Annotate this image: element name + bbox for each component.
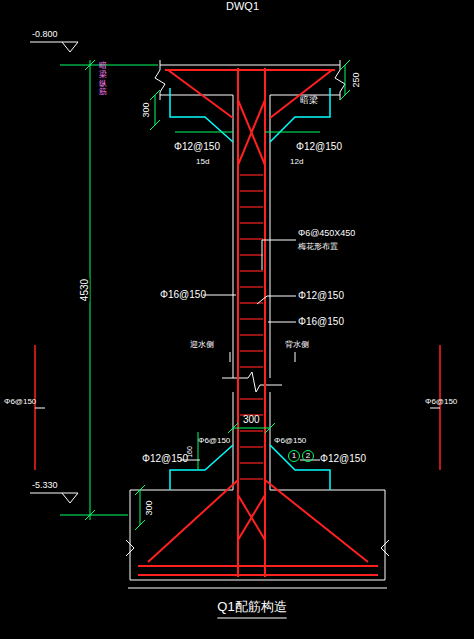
rebar <box>238 100 265 165</box>
dimension-text: 300 <box>142 101 152 118</box>
dimension-text: 250 <box>352 71 362 88</box>
leader-line <box>203 295 236 296</box>
leader-line <box>257 296 296 304</box>
tie-bars <box>240 190 263 191</box>
rebar-label: Φ12@150 <box>320 453 366 464</box>
section-mark <box>35 345 440 470</box>
caption-underline <box>217 618 286 619</box>
dimension-text: 12d <box>290 158 303 167</box>
rebar-label: Φ12@150 <box>298 290 344 301</box>
section-mark-tick <box>35 408 440 409</box>
concrete-outline <box>222 372 282 392</box>
bent-bars <box>170 445 233 490</box>
tie-bars <box>240 334 263 335</box>
ground-hatch <box>128 588 387 589</box>
tie-bars <box>240 270 263 271</box>
tie-bars <box>240 206 263 207</box>
rebar-label: Φ6@150 <box>274 437 306 446</box>
rebar-label: Φ6@450X450 <box>298 229 355 239</box>
dimension-text: 4530 <box>79 278 90 302</box>
tie-bars <box>240 318 263 319</box>
rebar-label: 背水侧 <box>285 341 309 350</box>
bent-bars <box>170 88 233 142</box>
dimension-text: 15d <box>196 158 209 167</box>
concrete-outline <box>126 60 389 580</box>
bent-bars <box>270 88 330 142</box>
leader-line <box>180 240 320 460</box>
leader-line <box>262 240 296 270</box>
leader-line <box>230 352 295 362</box>
dimension-text: -0.800 <box>32 30 58 40</box>
bent-bars <box>270 445 330 490</box>
tie-bars <box>240 366 263 367</box>
callout-number: 2 <box>302 450 314 462</box>
rebar-label: Φ16@150 <box>160 289 206 300</box>
rebar-label: Φ12@150 <box>142 453 188 464</box>
leader-line <box>180 460 320 461</box>
tie-bars <box>240 430 263 431</box>
rebar <box>138 68 378 577</box>
rebar-label: Φ12@150 <box>174 141 220 152</box>
dimension-lines <box>340 60 350 100</box>
rebar-label: Φ6@150 <box>425 398 457 407</box>
rebar <box>238 495 265 540</box>
tie-bars <box>240 175 263 479</box>
dimension-lines <box>175 132 320 133</box>
section-mark <box>35 345 440 470</box>
tie-bars <box>240 174 263 175</box>
tie-bars <box>240 398 263 399</box>
rebar <box>138 480 378 575</box>
level-symbol <box>30 42 78 52</box>
level-symbol <box>30 42 78 503</box>
rebar-label: Φ16@150 <box>298 316 344 327</box>
rebar <box>165 70 335 118</box>
drawing-caption: Q1配筋构造 <box>217 600 286 614</box>
tie-bars <box>240 462 263 463</box>
dimension-text: 300 <box>243 414 260 425</box>
level-symbol <box>30 493 78 503</box>
tie-bars <box>240 254 263 255</box>
tie-bars <box>240 478 263 479</box>
beam-note: 暗梁纵筋 <box>99 62 107 97</box>
rebar-label: 梅花形布置 <box>298 243 338 252</box>
leader-line <box>268 322 296 323</box>
dimension-lines <box>135 485 145 530</box>
rebar-label: 暗梁 <box>300 96 318 106</box>
rebar-label: Φ12@150 <box>296 141 342 152</box>
callout-number: 1 <box>288 450 300 462</box>
section-mark-tick <box>35 408 440 409</box>
rebar-label: Φ6@150 <box>4 398 36 407</box>
rebar <box>238 68 265 577</box>
ground-hatch <box>128 588 387 589</box>
dimension-text: 300 <box>145 499 155 516</box>
dimension-text: -5.330 <box>32 481 58 491</box>
tie-bars <box>240 350 263 351</box>
dimension-lines <box>60 60 158 520</box>
rebar-label: Φ6@150 <box>198 437 230 446</box>
tie-bars <box>240 222 263 223</box>
tie-bars <box>240 446 263 447</box>
rebar-label: 迎水侧 <box>190 341 214 350</box>
tie-bars <box>240 286 263 287</box>
tie-bars <box>240 238 263 239</box>
dimension-lines <box>60 60 350 530</box>
rebar-label: DWQ1 <box>226 0 259 12</box>
